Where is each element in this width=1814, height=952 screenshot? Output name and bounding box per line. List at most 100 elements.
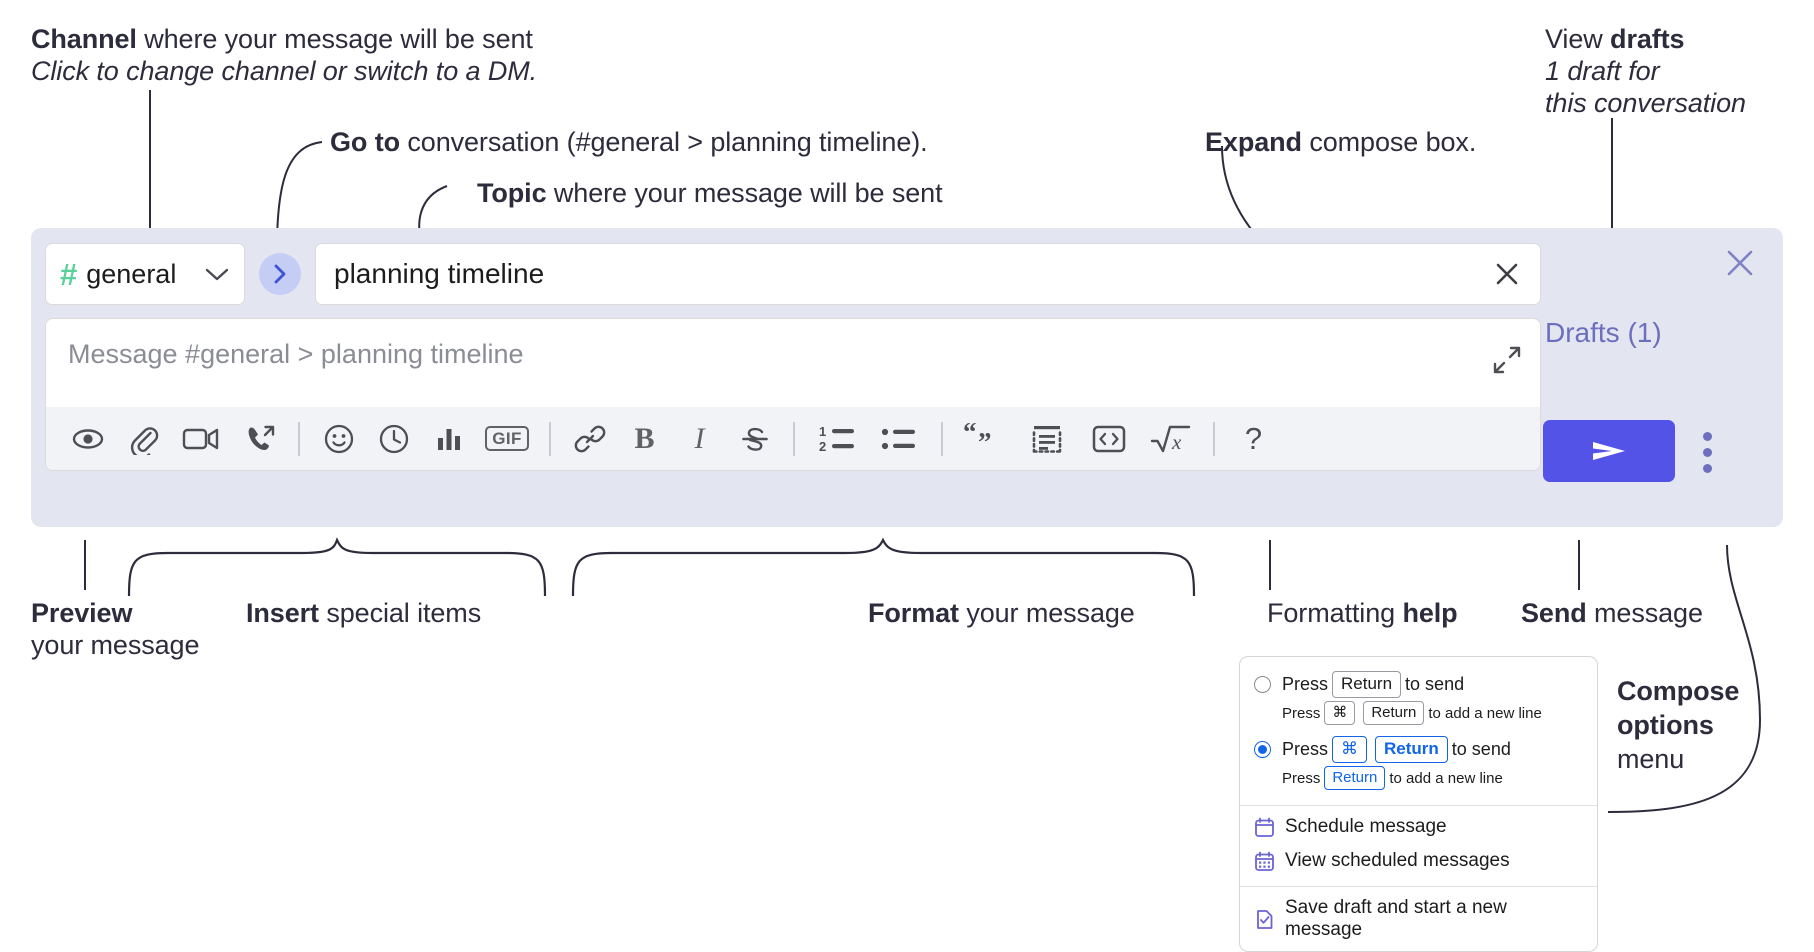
channel-selector[interactable]: # general [45,243,245,305]
bulleted-list-icon[interactable] [868,416,930,462]
close-icon[interactable] [1482,257,1524,291]
video-icon[interactable] [170,416,232,462]
topic-input[interactable]: planning timeline [315,243,1541,305]
message-input[interactable]: Message #general > planning timeline [46,319,1540,407]
menu-item-label: Schedule message [1285,816,1447,838]
annotation-drafts-pre: View [1545,24,1611,54]
annotation-send: Send message [1521,598,1703,630]
annotation-channel-bold: Channel [31,24,137,54]
help-label: ? [1244,420,1263,456]
radio-return[interactable] [1254,675,1271,693]
menu-item-schedule-message[interactable]: Schedule message [1240,810,1597,844]
toolbar-divider [298,421,300,456]
call-icon[interactable] [232,416,287,462]
drafts-link[interactable]: Drafts (1) [1545,317,1662,348]
key-cmd: ⌘ [1324,700,1356,726]
annotation-help: Formatting help [1267,598,1458,630]
svg-text:2: 2 [819,439,826,454]
menu-divider [1240,805,1597,807]
annotation-preview-rest: your message [31,629,200,660]
compose-options-menu: Press Return to send Press ⌘ Return to a… [1239,656,1598,952]
expand-icon[interactable] [1492,345,1522,380]
message-box: Message #general > planning timeline [45,318,1541,471]
annotation-goto-rest: conversation (#general > planning timeli… [399,127,928,157]
send-option-cmd-return-hint: Press Return to add a new line [1240,765,1597,797]
annotation-topic-rest: where your message will be sent [546,178,943,208]
toolbar-divider [549,421,551,456]
annotation-expand-bold: Expand [1205,127,1302,157]
annotation-drafts-sub1: 1 draft for [1545,55,1660,86]
option-post: to send [1405,673,1465,694]
message-placeholder: Message #general > planning timeline [68,339,524,369]
formatting-toolbar: GIF B I [46,407,1540,470]
annotation-goto: Go to conversation (#general > planning … [330,127,928,159]
gif-icon[interactable]: GIF [476,416,538,462]
chevron-down-icon [204,266,230,282]
help-icon[interactable]: ? [1226,416,1281,462]
bold-icon[interactable]: B [617,416,672,462]
svg-text:“: “ [963,423,977,447]
annotation-preview: Preview your message [31,598,199,662]
annotation-preview-bold: Preview [31,598,133,628]
compose-widget: # general planning timeline [31,228,1783,527]
svg-text:1: 1 [819,424,826,439]
hint-post: to add a new line [1389,769,1503,787]
annotation-insert-rest: special items [318,598,482,628]
attachment-icon[interactable] [115,416,170,462]
key-return: Return [1363,700,1425,726]
math-icon[interactable]: x [1140,416,1202,462]
poll-icon[interactable] [421,416,476,462]
annotation-channel: Channel where your message will be sent … [31,24,537,88]
send-button[interactable] [1543,420,1675,482]
more-options-icon[interactable] [1697,424,1717,480]
clock-icon[interactable] [366,416,421,462]
compose-header-row: # general planning timeline [45,242,1541,306]
option-pre: Press [1282,739,1329,760]
radio-cmd-return[interactable] [1254,741,1271,759]
annotation-format-rest: your message [958,598,1135,628]
annotation-channel-rest: where your message will be sent [136,24,533,54]
annotation-topic: Topic where your message will be sent [477,178,943,210]
annotation-format: Format your message [868,598,1135,630]
key-return: Return [1375,736,1448,764]
code-block-icon[interactable] [1016,416,1078,462]
key-cmd: ⌘ [1332,736,1368,764]
italic-label: I [694,421,705,455]
goto-conversation-button[interactable] [259,253,301,295]
link-icon[interactable] [562,416,617,462]
annotation-help-pre: Formatting [1267,598,1403,628]
menu-item-view-scheduled-messages[interactable]: View scheduled messages [1240,844,1597,878]
toolbar-divider [793,421,795,456]
annotation-expand: Expand compose box. [1205,127,1476,159]
italic-icon[interactable]: I [672,416,727,462]
close-icon[interactable] [1723,246,1757,285]
menu-divider [1240,886,1597,888]
code-icon[interactable] [1078,416,1140,462]
menu-item-save-draft[interactable]: Save draft and start a new message [1240,891,1597,947]
toolbar-divider [1213,421,1215,456]
option-post: to send [1451,739,1511,760]
blockquote-icon[interactable]: “ ” [954,416,1016,462]
annotation-format-bold: Format [868,598,959,628]
strikethrough-icon[interactable] [727,416,782,462]
svg-text:x: x [1171,430,1182,454]
annotation-drafts: View drafts 1 draft for this conversatio… [1545,24,1746,120]
topic-value: planning timeline [334,258,545,289]
chevron-right-icon [274,264,286,284]
ordered-list-icon[interactable]: 1 2 [806,416,868,462]
send-icon [1593,442,1625,460]
emoji-icon[interactable] [311,416,366,462]
send-option-return[interactable]: Press Return to send [1240,667,1597,700]
annotation-drafts-sub2: this conversation [1545,87,1746,118]
preview-icon[interactable] [60,416,115,462]
menu-item-label: Save draft and start a new message [1285,897,1507,941]
send-option-cmd-return[interactable]: Press ⌘ Return to send [1240,732,1597,765]
annotation-channel-sub: Click to change channel or switch to a D… [31,55,538,86]
menu-item-label: View scheduled messages [1285,850,1510,872]
bold-label: B [634,421,655,455]
annotation-topic-bold: Topic [477,178,547,208]
annotation-compose-options-b1: Compose [1617,676,1740,706]
calendar-list-icon [1254,851,1275,872]
annotation-compose-options-rest: menu [1617,743,1685,774]
